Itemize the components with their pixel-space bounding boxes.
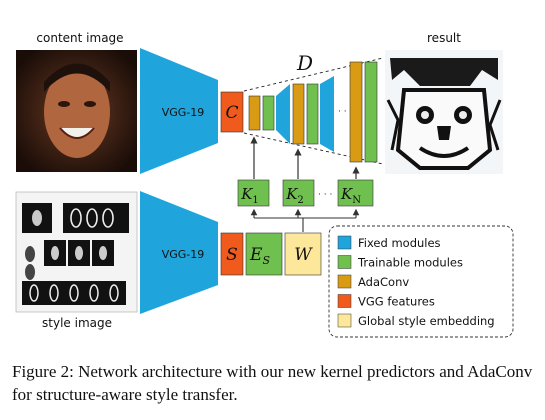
legend-swatch — [337, 313, 352, 328]
vgg-encoder-bottom — [140, 191, 218, 314]
upsample-2 — [320, 76, 334, 152]
c-symbol: C — [225, 103, 238, 123]
es-symbol: ES — [249, 245, 270, 267]
embedding-branch — [250, 208, 360, 232]
legend-label: Trainable modules — [357, 256, 463, 270]
trainable-layer-1 — [262, 95, 275, 131]
adaconv-layer-n — [349, 61, 363, 163]
legend-swatch — [337, 235, 352, 250]
vgg-encoder-top — [140, 48, 218, 174]
result-label: result — [427, 31, 461, 45]
content-features-block — [220, 91, 244, 133]
vgg-bottom-label: VGG-19 — [162, 248, 205, 261]
legend-label: Global style embedding — [358, 314, 495, 328]
kernel-predictor-2 — [282, 179, 315, 207]
decoder-label: D — [296, 51, 313, 75]
content-image — [16, 50, 137, 172]
kn-symbol: KN — [340, 185, 361, 206]
style-image — [15, 191, 138, 313]
global-style-embedding-block — [284, 232, 322, 276]
legend-label: AdaConv — [358, 275, 409, 289]
legend-label: VGG features — [358, 295, 435, 309]
trainable-layer-n — [364, 61, 378, 163]
result-image — [385, 50, 503, 174]
legend-swatch — [337, 274, 352, 289]
figure-caption: Figure 2: Network architecture with our … — [12, 362, 533, 404]
style-encoder-block — [245, 232, 283, 276]
style-features-block — [220, 232, 244, 276]
k2-symbol: K2 — [285, 185, 304, 206]
adaconv-layer-2 — [292, 83, 305, 145]
style-image-label: style image — [42, 316, 112, 330]
decoder-ellipsis: · · · — [338, 107, 352, 117]
adaconv-layer-1 — [248, 95, 261, 131]
legend-frame — [328, 225, 514, 338]
kernel-arrows — [250, 136, 360, 179]
w-symbol: W — [294, 245, 313, 265]
kernel-predictor-1 — [237, 179, 270, 207]
legend-label: Fixed modules — [358, 236, 441, 250]
legend-swatch — [337, 255, 352, 269]
legend-swatch — [337, 294, 352, 308]
k1-symbol: K1 — [240, 185, 259, 206]
upsample-1 — [276, 84, 290, 144]
trainable-layer-2 — [306, 83, 319, 145]
content-image-label: content image — [36, 31, 123, 45]
vgg-top-label: VGG-19 — [162, 106, 205, 119]
s-symbol: S — [226, 245, 238, 265]
kernel-ellipsis: · · · — [318, 190, 332, 200]
kernel-predictor-n — [337, 179, 374, 207]
